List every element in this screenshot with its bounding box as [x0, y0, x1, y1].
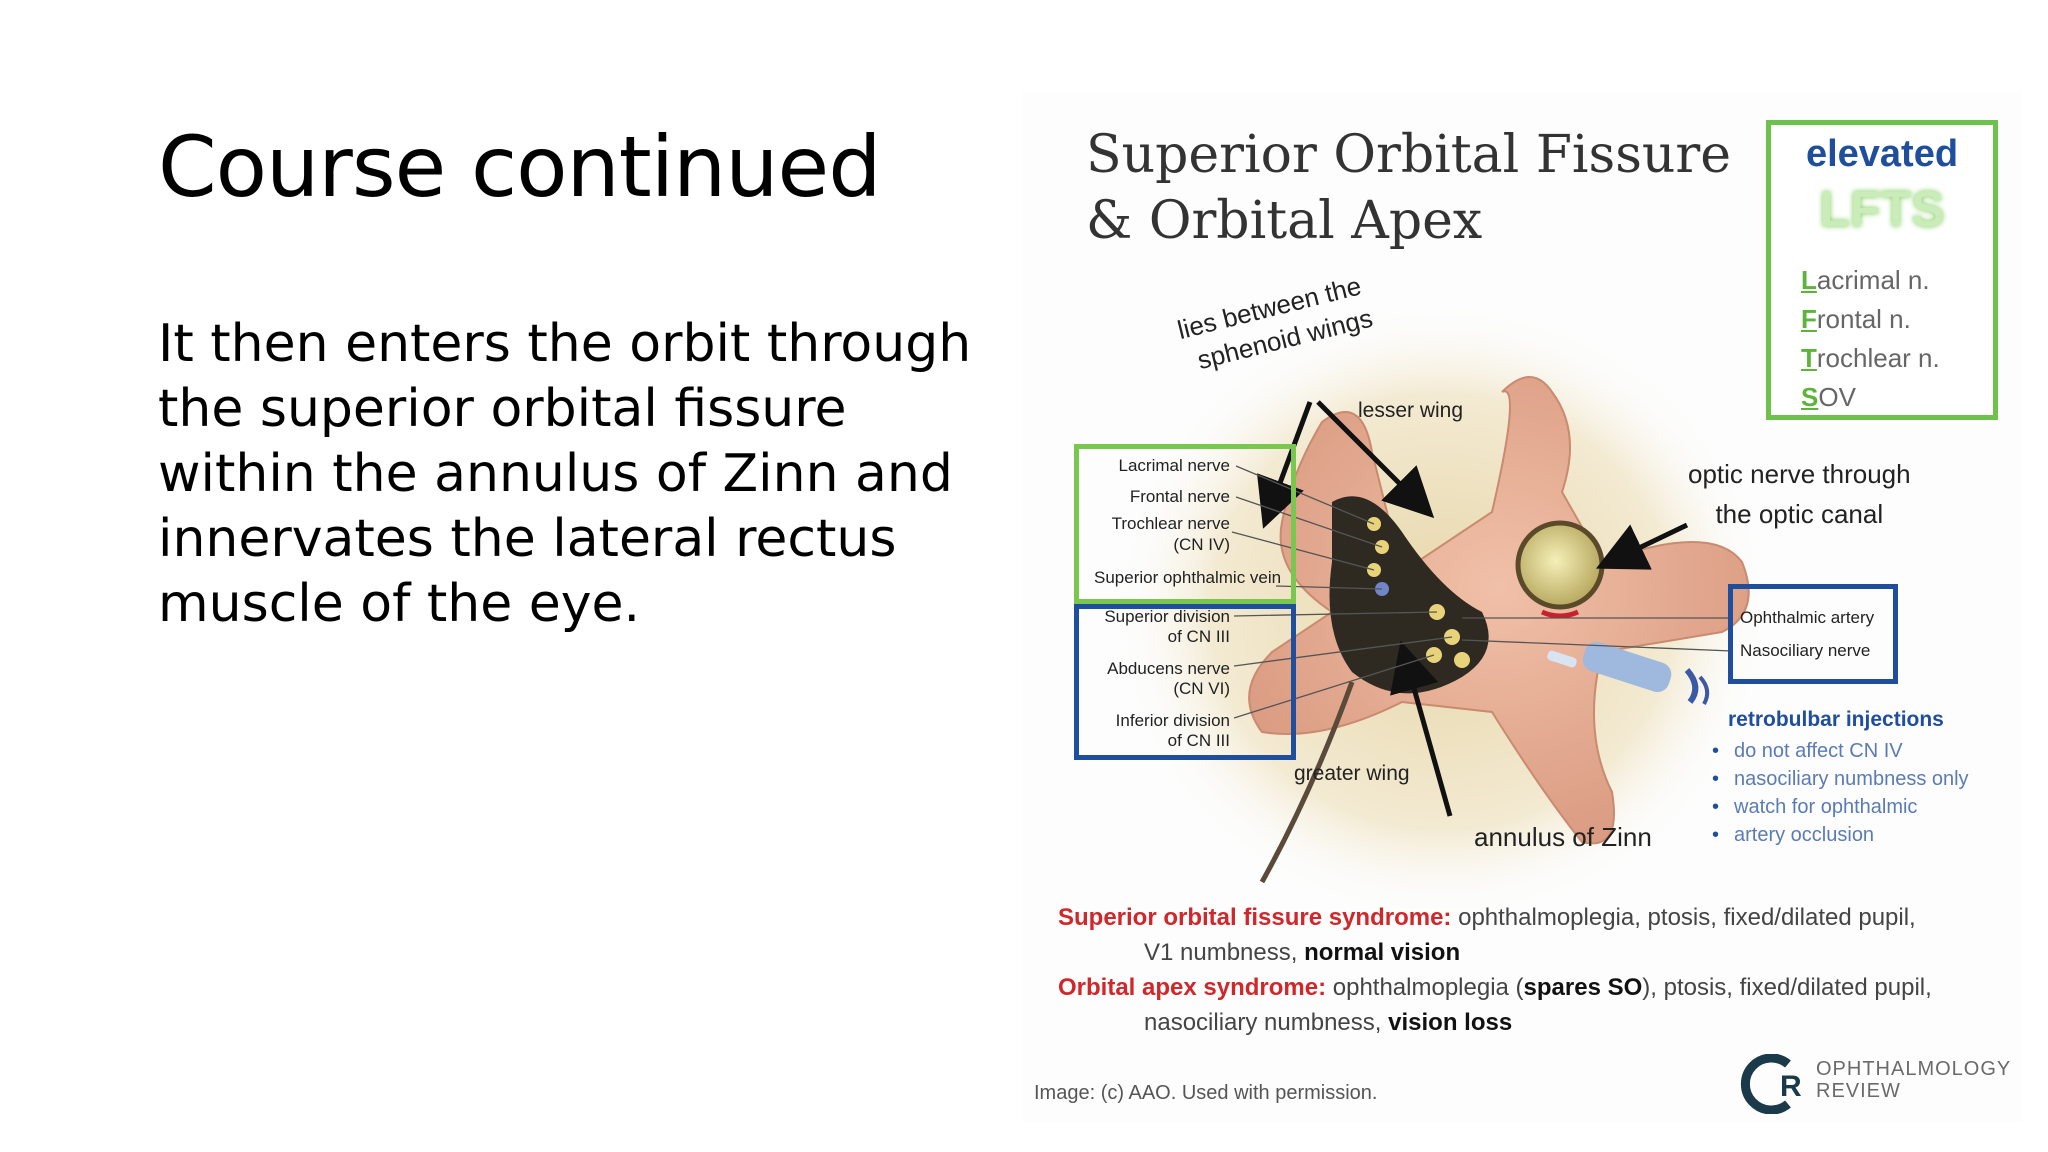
annulus-label: annulus of Zinn	[1474, 822, 1652, 852]
slide-body-text: It then enters the orbit through the sup…	[158, 314, 972, 634]
label-lacrimal-nerve: Lacrimal nerve	[1118, 456, 1231, 475]
figure-title-line1: Superior Orbital Fissure	[1086, 125, 1732, 185]
ophthalmic-artery-mark	[1540, 609, 1580, 619]
list-item: nasociliary numbness only	[1712, 765, 1969, 793]
label-ophthalmic-artery: Ophthalmic artery	[1740, 608, 1875, 627]
label-nasociliary-nerve: Nasociliary nerve	[1740, 641, 1871, 660]
retrobulbar-title: retrobulbar injections	[1728, 708, 1944, 731]
logo-icon: R	[1740, 1054, 1802, 1114]
sofs-name: Superior orbital fissure syndrome:	[1058, 904, 1452, 931]
syndromes-text: Superior orbital fissure syndrome: ophth…	[1058, 904, 1932, 1036]
list-item: watch for ophthalmic	[1712, 793, 1969, 821]
slide-title: Course continued	[158, 118, 882, 216]
label-abducens-nerve: Abducens nerve	[1107, 659, 1230, 678]
logo-line2: REVIEW	[1816, 1080, 1901, 1102]
lesser-wing-label: lesser wing	[1358, 399, 1464, 422]
leader-lines	[1231, 465, 1733, 719]
label-cn-iii-inf: of CN III	[1167, 731, 1230, 750]
label-cn-iii-sup: of CN III	[1167, 627, 1230, 646]
label-superior-division: Superior division	[1104, 607, 1230, 626]
label-superior-ophthalmic-vein: Superior ophthalmic vein	[1094, 568, 1282, 587]
greater-wing-tail	[1259, 681, 1355, 884]
sphenoid-bone	[1248, 376, 1750, 845]
lfts-word: LFTS	[1819, 181, 1945, 237]
figure-title: Superior Orbital Fissure & Orbital Apex	[1086, 122, 1731, 254]
label-frontal-nerve: Frontal nerve	[1129, 487, 1230, 506]
lfts-item: Trochlear n.	[1801, 343, 1940, 373]
label-inferior-division: Inferior division	[1115, 711, 1230, 730]
blue-artery-box	[1728, 584, 1898, 684]
anatomy-illustration	[1112, 302, 1772, 922]
lfts-mnemonic-box: elevated LFTS Lacrimal n. Frontal n. Tro…	[1766, 120, 1998, 420]
image-credit: Image: (c) AAO. Used with permission.	[1034, 1082, 1378, 1104]
ophthalmology-review-logo: R OPHTHALMOLOGY REVIEW	[1740, 1054, 2010, 1114]
syringe-icon	[1547, 641, 1710, 705]
lfts-item: SOV	[1801, 382, 1856, 412]
orbital-fissure-figure: Superior Orbital Fissure & Orbital Apex …	[1022, 92, 2022, 1122]
logo-letter: R	[1780, 1070, 1802, 1103]
retrobulbar-list: do not affect CN IV nasociliary numbness…	[1706, 737, 1969, 849]
optic-nerve-label: optic nerve through the optic canal	[1688, 459, 1911, 529]
oas-name: Orbital apex syndrome:	[1058, 974, 1327, 1001]
lfts-item: Frontal n.	[1801, 304, 1911, 334]
optic-canal	[1515, 520, 1605, 610]
label-cn-vi: (CN VI)	[1173, 679, 1230, 698]
label-trochlear-nerve: Trochlear nerve	[1111, 514, 1230, 533]
pointer-optic-canal	[1595, 522, 1689, 570]
green-nerve-box	[1074, 444, 1296, 604]
pointer-annulus	[1390, 640, 1453, 817]
figure-title-line2: & Orbital Apex	[1086, 191, 1483, 251]
blue-nerve-box	[1074, 604, 1296, 760]
pointer-lesser-wing-2	[1316, 400, 1435, 519]
list-item-continuation: artery occlusion	[1712, 821, 1969, 849]
pointer-lesser-wing-1	[1256, 401, 1313, 529]
label-cn-iv: (CN IV)	[1173, 535, 1230, 554]
greater-wing-label: greater wing	[1294, 762, 1410, 785]
nerve-dot	[1454, 652, 1470, 668]
logo-line1: OPHTHALMOLOGY	[1816, 1058, 2012, 1080]
lfts-item: Lacrimal n.	[1801, 265, 1930, 295]
lfts-elevated: elevated	[1805, 133, 1959, 175]
list-item: do not affect CN IV	[1712, 737, 1969, 765]
